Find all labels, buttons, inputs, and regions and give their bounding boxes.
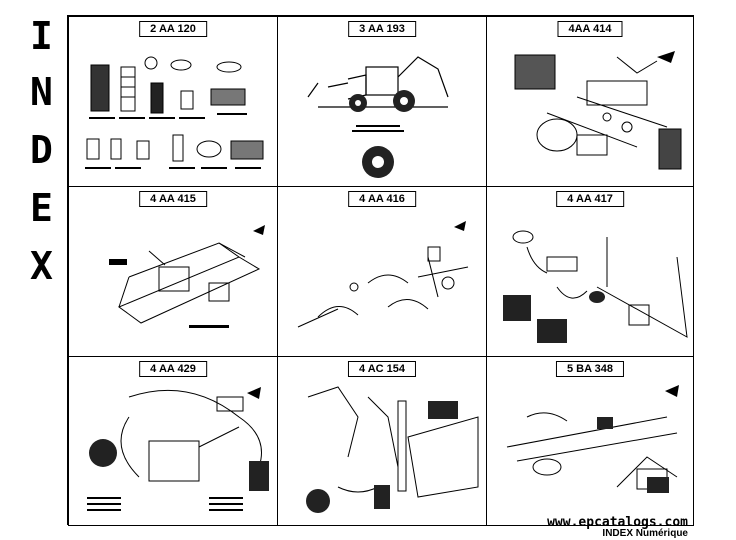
backhoe-drawing xyxy=(307,56,449,178)
linkage-drawing xyxy=(297,221,469,328)
index-cell-filters[interactable]: 2 AA 120 xyxy=(68,16,278,187)
index-cell-engine[interactable]: 4AA 414 xyxy=(486,16,694,187)
filters-drawing xyxy=(85,56,264,169)
frame-drawing xyxy=(109,225,265,328)
index-cell-machine[interactable]: 3 AA 193 xyxy=(277,16,487,187)
loader-drawing xyxy=(506,385,679,493)
index-letter-d: D xyxy=(30,128,53,172)
intake-drawing xyxy=(503,230,688,343)
index-grid: 2 AA 120 3 AA 19 xyxy=(67,15,694,526)
cell-title: 5 BA 348 xyxy=(555,361,625,377)
engine-drawing xyxy=(514,51,682,170)
index-cell-intake[interactable]: 4 AA 417 xyxy=(486,186,694,357)
cell-title: 3 AA 193 xyxy=(348,21,416,37)
index-cell-loader[interactable]: 5 BA 348 xyxy=(486,356,694,526)
cell-title: 2 AA 120 xyxy=(139,21,207,37)
index-cell-electrical[interactable]: 4 AC 154 xyxy=(277,356,487,526)
cell-title: 4 AA 416 xyxy=(348,191,416,207)
hydraulics-drawing xyxy=(87,387,269,511)
cell-title: 4AA 414 xyxy=(557,21,623,37)
index-letter-i: I xyxy=(30,14,53,58)
cell-title: 4 AA 429 xyxy=(139,361,207,377)
electrical-drawing xyxy=(306,386,479,513)
cell-title: 4 AA 415 xyxy=(139,191,207,207)
cell-title: 4 AC 154 xyxy=(347,361,417,377)
index-letter-e: E xyxy=(30,186,53,230)
index-letter-x: X xyxy=(30,244,53,288)
index-cell-frame[interactable]: 4 AA 415 xyxy=(68,186,278,357)
footer-caption: INDEX Numérique xyxy=(602,528,688,539)
cell-title: 4 AA 417 xyxy=(556,191,624,207)
footer-website[interactable]: www.epcatalogs.com xyxy=(547,515,688,530)
index-cell-hydraulics[interactable]: 4 AA 429 xyxy=(68,356,278,526)
index-letter-n: N xyxy=(30,70,53,114)
index-cell-linkage[interactable]: 4 AA 416 xyxy=(277,186,487,357)
